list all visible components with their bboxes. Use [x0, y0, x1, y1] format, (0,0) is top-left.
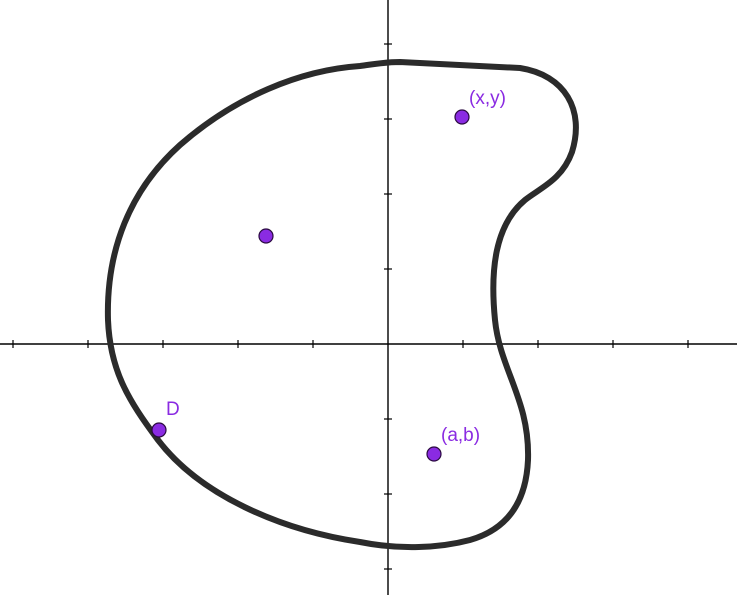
- label-ab: (a,b): [441, 425, 480, 446]
- label-D: D: [166, 399, 180, 420]
- y-axis-ticks: [384, 43, 392, 570]
- point-center[interactable]: [258, 228, 274, 244]
- point-xy[interactable]: [454, 109, 470, 125]
- label-xy: (x,y): [469, 88, 506, 109]
- closed-curve: [104, 59, 579, 551]
- point-D[interactable]: [151, 422, 167, 438]
- x-axis-ticks: [12, 340, 689, 348]
- point-ab[interactable]: [426, 446, 442, 462]
